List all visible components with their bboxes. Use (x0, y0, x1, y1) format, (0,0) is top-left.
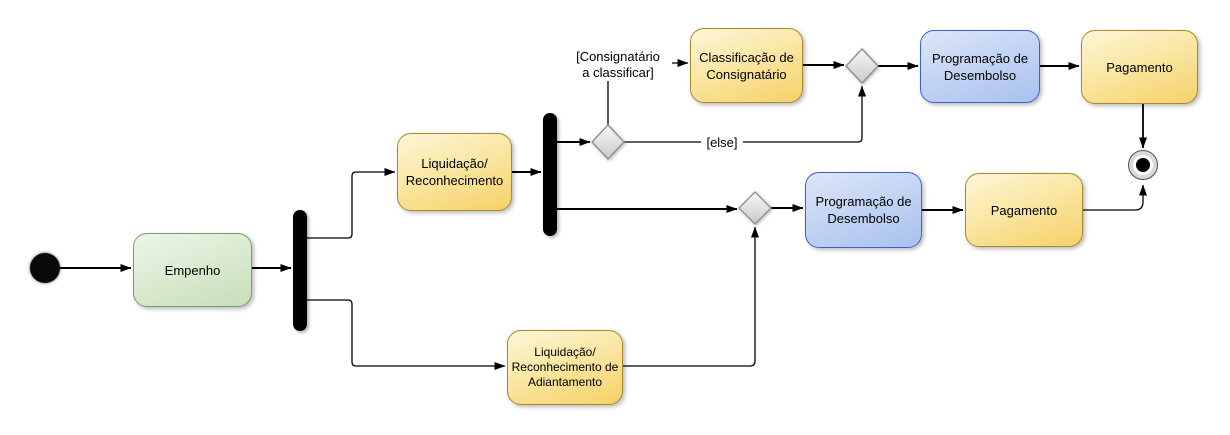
initial-node (30, 253, 60, 283)
action-pagamento-top: Pagamento (1081, 30, 1198, 104)
edge-decision1-else-to-merge1 (624, 85, 866, 143)
action-liquidacao-reconhecimento-adiantamento: Liquidação/ Reconhecimento de Adiantamen… (507, 330, 623, 405)
action-classificacao-consignatario: Classificação de Consignatário (690, 28, 803, 103)
merge-bottom-diamond (738, 191, 772, 225)
activity-final-dot (1136, 158, 1150, 172)
edge-fork1-to-liquidacao (307, 168, 396, 239)
fork-bar-2 (543, 113, 557, 236)
action-pagamento-bottom-label: Pagamento (990, 202, 1058, 218)
action-pagamento-top-label: Pagamento (1106, 59, 1173, 75)
guard-consignatario-a-classificar: [Consignatário a classificar] (564, 49, 672, 81)
action-empenho: Empenho (133, 233, 252, 307)
action-programacao-desembolso-top-label: Programação de Desembolso (931, 50, 1029, 83)
action-programacao-desembolso-bottom-label: Programação de Desembolso (815, 194, 912, 226)
edge-pagamento-bottom-to-final (1083, 184, 1147, 211)
action-empenho-label: Empenho (164, 262, 221, 278)
edge-fork1-to-adiantamento (307, 299, 506, 370)
activity-final-node (1128, 150, 1158, 180)
action-classificacao-consignatario-label: Classificação de Consignatário (699, 49, 794, 82)
action-liquidacao-reconhecimento-adiantamento-label: Liquidação/ Reconhecimento de Adiantamen… (511, 345, 619, 389)
action-programacao-desembolso-top: Programação de Desembolso (920, 30, 1040, 103)
guard-else: [else] (701, 135, 743, 151)
edge-adiantamento-to-merge2 (623, 226, 759, 367)
activity-final-ring (1133, 155, 1153, 175)
fork-bar-1 (293, 210, 307, 331)
action-programacao-desembolso-bottom: Programação de Desembolso (805, 172, 922, 248)
action-pagamento-bottom: Pagamento (965, 173, 1083, 247)
merge-top-diamond (845, 48, 879, 84)
decision-consignatario-diamond (591, 124, 625, 160)
action-liquidacao-reconhecimento-label: Liquidação/ Reconhecimento (405, 156, 504, 188)
action-liquidacao-reconhecimento: Liquidação/ Reconhecimento (397, 133, 512, 211)
